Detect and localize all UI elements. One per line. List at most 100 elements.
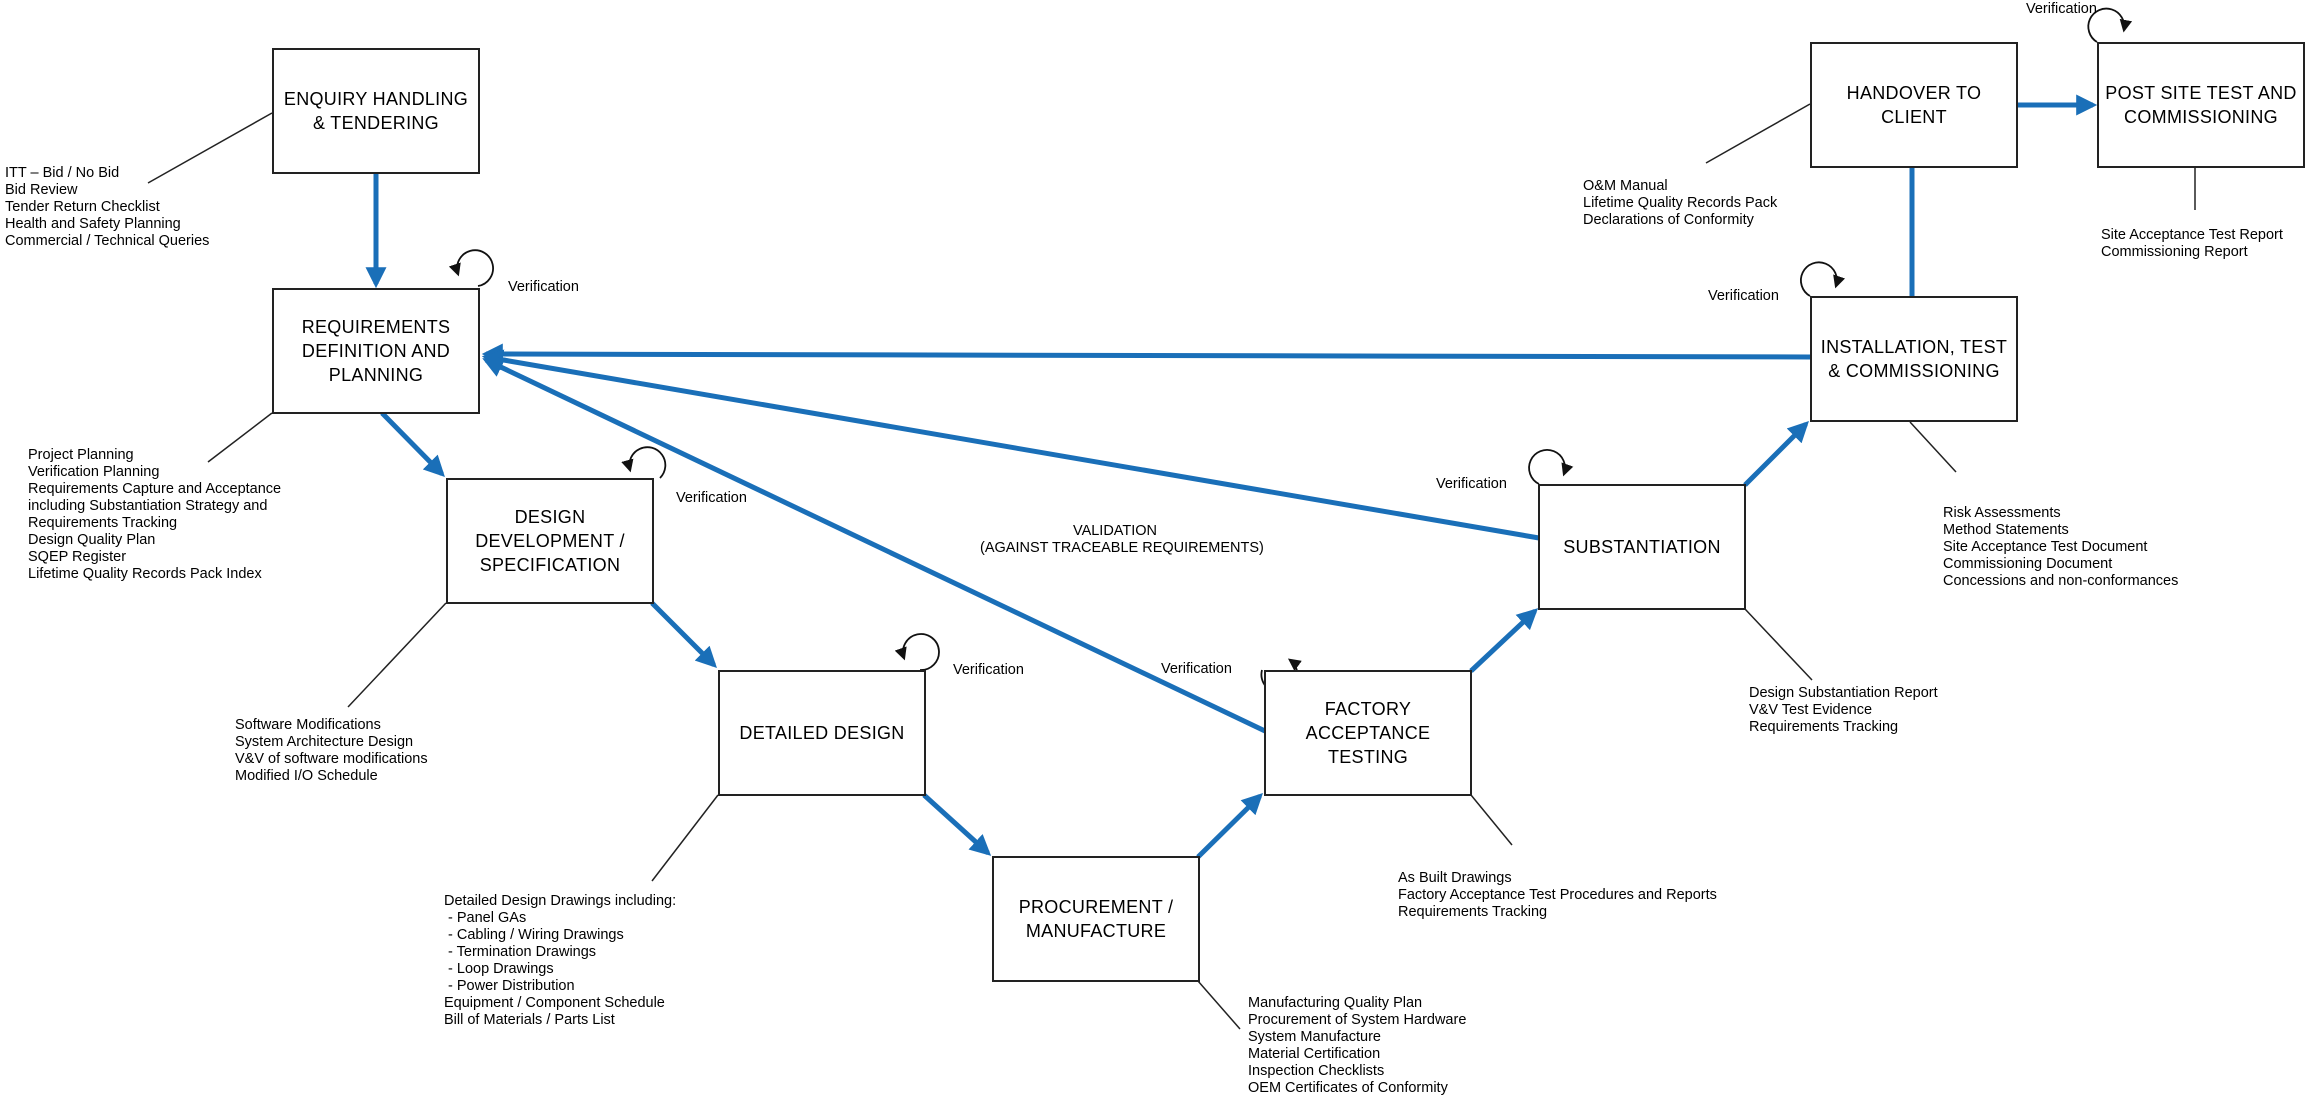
note-line: Requirements Capture and Acceptance (28, 481, 282, 497)
box-enquiry-handling: ENQUIRY HANDLING & TENDERING (272, 48, 480, 174)
leader-line-design-dev (347, 602, 447, 708)
leader-line-detailed-design (651, 794, 719, 882)
note-line: Software Modifications (235, 717, 381, 733)
note-line: Detailed Design Drawings including: (444, 893, 677, 909)
verification-label-design-dev: Verification (676, 490, 747, 506)
note-line: - Loop Drawings (444, 961, 554, 977)
box-installation-test-commissioning: INSTALLATION, TEST & COMMISSIONING (1810, 296, 2018, 422)
box-detailed-design: DETAILED DESIGN (718, 670, 926, 796)
note-line: Project Planning (28, 447, 134, 463)
verification-label-installation: Verification (1708, 288, 1779, 304)
note-line: - Panel GAs (444, 910, 527, 926)
validation-arrow-from-substantiation (481, 349, 1540, 541)
note-line: SQEP Register (28, 549, 127, 565)
box-requirements-definition: REQUIREMENTS DEFINITION AND PLANNING (272, 288, 480, 414)
box-procurement-manufacture: PROCUREMENT / MANUFACTURE (992, 856, 1200, 982)
verification-label-requirements: Verification (508, 279, 579, 295)
note-line: Commissioning Document (1943, 556, 2113, 572)
note-line: Tender Return Checklist (5, 199, 160, 215)
verification-label-detailed-design: Verification (953, 662, 1024, 678)
note-line: Design Substantiation Report (1749, 685, 1938, 701)
note-line: Requirements Tracking (1398, 904, 1548, 920)
note-line: Material Certification (1248, 1046, 1381, 1062)
flow-arrow-design-dev-to-detailed-design (650, 601, 717, 668)
verification-loop-post-site (2087, 7, 2133, 43)
note-line: V&V of software modifications (235, 751, 428, 767)
note-line: Requirements Tracking (28, 515, 178, 531)
leader-line-requirements (207, 412, 273, 463)
verification-loop-requirements (448, 249, 494, 287)
note-line: Factory Acceptance Test Procedures and R… (1398, 887, 1717, 903)
flow-arrow-detailed-design-to-procurement (922, 793, 992, 856)
validation-label-title: VALIDATION (1072, 523, 1158, 539)
notes-detailed-design: Detailed Design Drawings including: - Pa… (444, 893, 676, 1029)
note-line: As Built Drawings (1398, 870, 1512, 886)
note-line: Procurement of System Hardware (1248, 1012, 1467, 1028)
note-line: Requirements Tracking (1749, 719, 1899, 735)
box-factory-acceptance-testing: FACTORY ACCEPTANCE TESTING (1264, 670, 1472, 796)
note-line: - Cabling / Wiring Drawings (444, 927, 624, 943)
box-design-development: DESIGN DEVELOPMENT / SPECIFICATION (446, 478, 654, 604)
note-line: Lifetime Quality Records Pack (1583, 195, 1778, 211)
verification-loop-substantiation (1528, 449, 1574, 485)
note-line: Design Quality Plan (28, 532, 156, 548)
box-post-site-test: POST SITE TEST AND COMMISSIONING (2097, 42, 2305, 168)
note-line: System Manufacture (1248, 1029, 1381, 1045)
note-line: Modified I/O Schedule (235, 768, 378, 784)
note-line: O&M Manual (1583, 178, 1668, 194)
note-line: Equipment / Component Schedule (444, 995, 665, 1011)
verification-loop-detailed-design (894, 633, 940, 671)
note-line: Concessions and non-conformances (1943, 573, 2179, 589)
leader-line-enquiry (147, 112, 273, 184)
note-line: Site Acceptance Test Report (2101, 227, 2283, 243)
verification-label-post-site: Verification (2026, 1, 2097, 17)
validation-label-subtitle: (AGAINST TRACEABLE REQUIREMENTS) (980, 540, 1264, 556)
note-line: Risk Assessments (1943, 505, 2061, 521)
note-line: Method Statements (1943, 522, 2069, 538)
leader-line-procurement (1197, 980, 1241, 1030)
validation-arrow-from-fat (482, 357, 1267, 734)
leader-line-handover (1705, 103, 1811, 164)
flow-arrow-requirements-to-design-dev (380, 411, 445, 477)
verification-label-fat: Verification (1161, 661, 1232, 677)
note-line: Inspection Checklists (1248, 1063, 1385, 1079)
note-line: including Substantiation Strategy and (28, 498, 268, 514)
note-line: - Termination Drawings (444, 944, 597, 960)
note-line: Bid Review (5, 182, 78, 198)
leader-line-installation (1909, 421, 1957, 473)
note-line: ITT – Bid / No Bid (5, 165, 120, 181)
flow-arrow-procurement-to-fat (1196, 793, 1263, 859)
box-substantiation: SUBSTANTIATION (1538, 484, 1746, 610)
note-line: Site Acceptance Test Document (1943, 539, 2148, 555)
note-line: Commercial / Technical Queries (5, 233, 210, 249)
leader-line-substantiation (1744, 608, 1813, 681)
note-line: Health and Safety Planning (5, 216, 181, 232)
verification-loop-installation (1800, 261, 1846, 297)
box-handover-to-client: HANDOVER TO CLIENT (1810, 42, 2018, 168)
validation-label: VALIDATION (AGAINST TRACEABLE REQUIREMEN… (980, 523, 1264, 557)
note-line: Commissioning Report (2101, 244, 2248, 260)
flow-arrow-substantiation-to-installation (1743, 421, 1809, 487)
note-line: OEM Certificates of Conformity (1248, 1080, 1448, 1096)
verification-loop-design-dev (621, 446, 667, 479)
leader-line-fat (1470, 794, 1513, 846)
note-line: Lifetime Quality Records Pack Index (28, 566, 262, 582)
note-line: Declarations of Conformity (1583, 212, 1754, 228)
note-line: V&V Test Evidence (1749, 702, 1873, 718)
note-line: Verification Planning (28, 464, 160, 480)
flow-arrow-fat-to-substantiation (1469, 608, 1539, 673)
validation-arrow-from-installation (481, 343, 1811, 365)
note-line: Bill of Materials / Parts List (444, 1012, 615, 1028)
note-line: System Architecture Design (235, 734, 414, 750)
verification-label-substantiation: Verification (1436, 476, 1507, 492)
